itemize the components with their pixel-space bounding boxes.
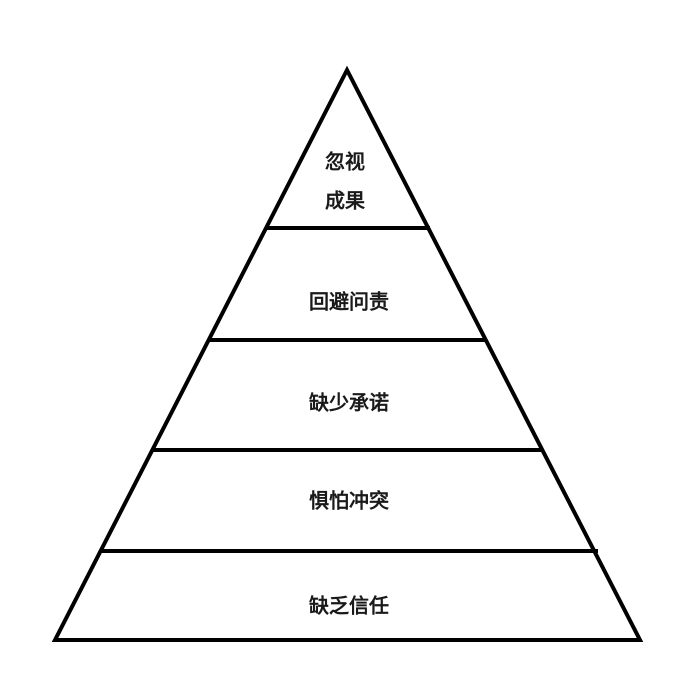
level-2-label: 回避问责: [309, 290, 389, 314]
pyramid-outline: [51, 65, 644, 642]
level-3-label: 缺少承诺: [309, 391, 389, 415]
level-1-label-line1: 忽视: [325, 150, 365, 174]
level-4-label: 惧怕冲突: [309, 489, 389, 513]
level-1-label-line2: 成果: [325, 189, 365, 213]
level-5-label: 缺乏信任: [309, 594, 389, 618]
